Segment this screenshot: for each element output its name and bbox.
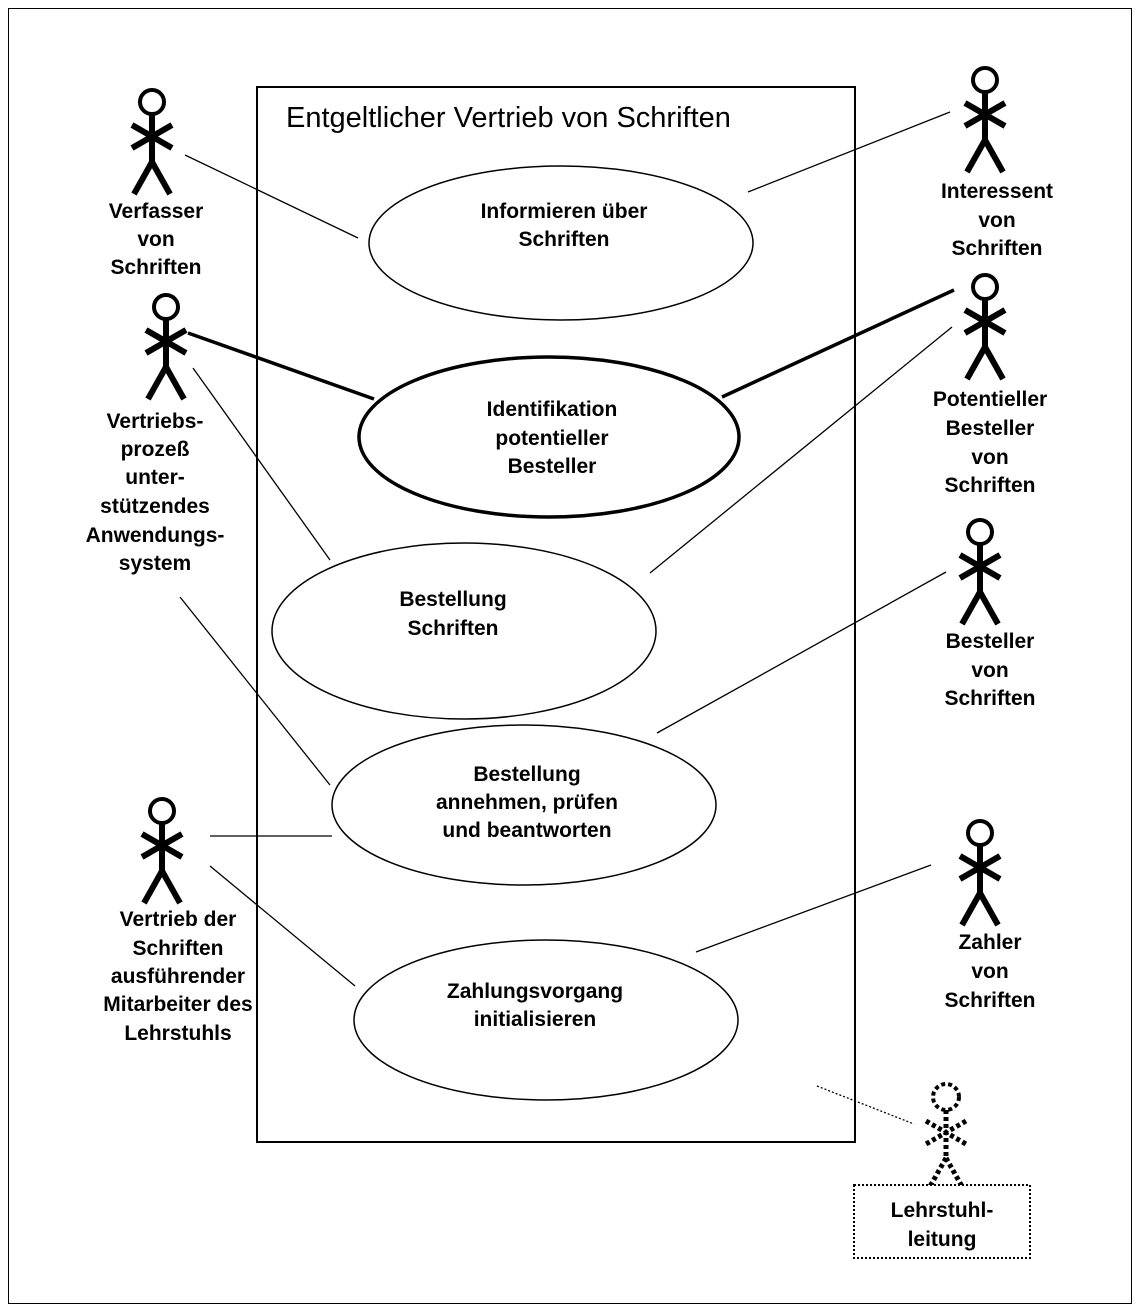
- assoc-system-annehmen: [179, 596, 331, 786]
- system-boundary: [256, 86, 856, 1143]
- use-case-bestellung-annehmen: Bestellung annehmen, prüfen und beantwor…: [331, 724, 717, 886]
- assoc-besteller-annehmen: [656, 571, 947, 734]
- use-case-label: Identifikation: [487, 398, 618, 421]
- svg-text:leitung: leitung: [908, 1228, 977, 1251]
- actor-system-icon: [144, 293, 188, 401]
- svg-text:Vertrieb der: Vertrieb der: [120, 908, 237, 931]
- actor-potentieller-icon: [963, 273, 1007, 381]
- actor-verfasser-icon: [130, 88, 174, 196]
- outer-frame: [8, 8, 1132, 1304]
- svg-text:prozeß: prozeß: [121, 438, 190, 461]
- svg-text:Besteller: Besteller: [946, 630, 1035, 653]
- actor-besteller-label: Besteller von Schriften: [944, 630, 1035, 710]
- actor-zahler-label: Zahler von Schriften: [944, 931, 1035, 1012]
- svg-text:von: von: [978, 209, 1015, 232]
- svg-text:Lehrstuhls: Lehrstuhls: [124, 1022, 231, 1045]
- svg-text:ausführender: ausführender: [111, 965, 245, 988]
- actor-mitarbeiter-icon: [140, 797, 184, 905]
- use-case-label: Schriften: [518, 228, 609, 251]
- actor-leitung-icon: [924, 1082, 968, 1192]
- svg-text:Besteller: Besteller: [946, 417, 1035, 440]
- use-case-label: Besteller: [508, 455, 597, 478]
- use-case-label: und beantworten: [442, 819, 611, 842]
- use-case-identifikation: Identifikation potentieller Besteller: [357, 355, 741, 519]
- use-case-label: initialisieren: [474, 1008, 597, 1031]
- actor-zahler-icon: [958, 819, 1002, 927]
- svg-text:Schriften: Schriften: [951, 237, 1042, 260]
- svg-text:Schriften: Schriften: [944, 474, 1035, 497]
- svg-text:Schriften: Schriften: [110, 256, 201, 279]
- use-case-label: Schriften: [407, 617, 498, 640]
- svg-text:Verfasser: Verfasser: [109, 200, 204, 223]
- svg-text:Schriften: Schriften: [132, 937, 223, 960]
- svg-text:Lehrstuhl-: Lehrstuhl-: [891, 1199, 994, 1222]
- svg-text:von: von: [971, 659, 1008, 682]
- use-case-zahlungsvorgang: Zahlungsvorgang initialisieren: [353, 939, 739, 1101]
- svg-text:Interessent: Interessent: [941, 180, 1053, 203]
- svg-text:unter-: unter-: [125, 466, 185, 489]
- svg-text:von: von: [137, 228, 174, 251]
- svg-text:Anwendungs-: Anwendungs-: [86, 524, 225, 547]
- system-title: Entgeltlicher Vertrieb von Schriften: [286, 102, 731, 134]
- svg-text:von: von: [971, 446, 1008, 469]
- use-case-label: Informieren über: [481, 200, 648, 223]
- assoc-mitarbeiter-zahlung: [209, 865, 356, 987]
- svg-text:Mitarbeiter des: Mitarbeiter des: [103, 993, 252, 1016]
- actor-potentieller-label: Potentieller Besteller von Schriften: [933, 388, 1047, 497]
- actor-verfasser-label: Verfasser von Schriften: [109, 200, 204, 279]
- actor-leitung-box: [853, 1184, 1031, 1259]
- actor-interessent-icon: [963, 66, 1007, 174]
- assoc-system-identifikation: [187, 331, 375, 401]
- assoc-verfasser-informieren: [184, 154, 359, 239]
- svg-text:Vertriebs-: Vertriebs-: [107, 410, 204, 433]
- svg-text:stützendes: stützendes: [100, 495, 210, 518]
- svg-text:system: system: [119, 552, 191, 575]
- actor-system-label: Vertriebs- prozeß unter- stützendes Anwe…: [86, 410, 225, 575]
- use-case-informieren: Informieren über Schriften: [368, 165, 754, 321]
- actor-besteller-icon: [958, 518, 1002, 626]
- svg-text:Potentieller: Potentieller: [933, 388, 1047, 411]
- use-case-label: Zahlungsvorgang: [447, 980, 623, 1003]
- actor-mitarbeiter-label: Vertrieb der Schriften ausführender Mita…: [103, 908, 252, 1045]
- use-case-label: Bestellung: [473, 763, 580, 786]
- assoc-zahler-zahlung: [695, 864, 932, 953]
- svg-text:Zahler: Zahler: [958, 931, 1021, 954]
- assoc-leitung-dotted: [816, 1085, 915, 1125]
- use-case-label: annehmen, prüfen: [436, 791, 618, 814]
- assoc-potentieller-bestellung: [649, 326, 953, 574]
- svg-text:Schriften: Schriften: [944, 687, 1035, 710]
- assoc-potentieller-identifikation: [721, 288, 955, 399]
- assoc-interessent-informieren: [747, 111, 951, 193]
- actor-leitung-label: Lehrstuhl- leitung: [853, 1184, 1031, 1259]
- use-case-label: potentieller: [495, 427, 608, 450]
- svg-text:von: von: [971, 960, 1008, 983]
- associations: [179, 111, 955, 1125]
- assoc-system-bestellung: [192, 367, 331, 561]
- use-case-label: Bestellung: [399, 588, 506, 611]
- svg-text:Schriften: Schriften: [944, 989, 1035, 1012]
- use-case-bestellung-schriften: Bestellung Schriften: [271, 542, 657, 720]
- actor-interessent-label: Interessent von Schriften: [941, 180, 1053, 260]
